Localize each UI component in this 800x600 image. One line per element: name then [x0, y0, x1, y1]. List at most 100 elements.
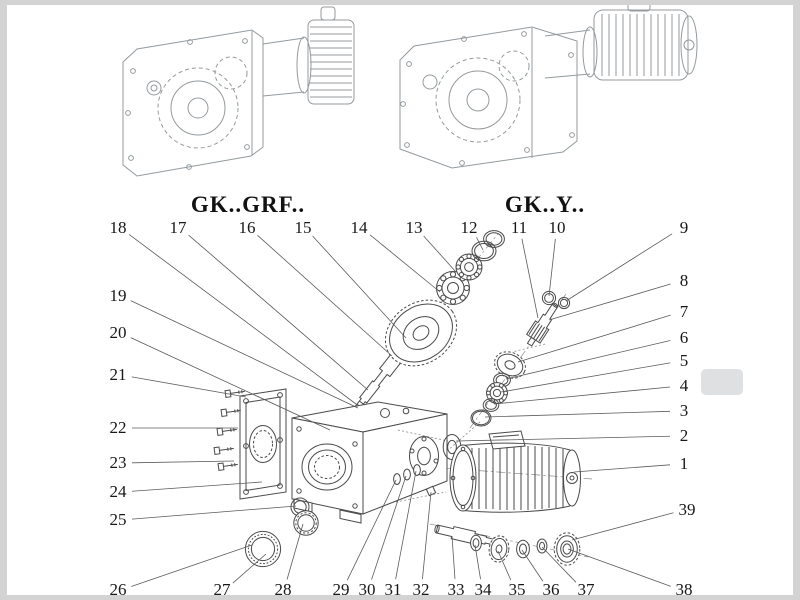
leader-line-1: [573, 464, 671, 473]
leader-line-29: [346, 479, 397, 581]
callout-number-38: 38: [675, 580, 693, 599]
leader-line-13: [423, 235, 457, 273]
housing-drawing: [291, 401, 448, 524]
leader-line-38: [567, 548, 671, 587]
callout-number-18: 18: [109, 218, 127, 237]
leader-line-15: [312, 235, 407, 339]
main-gear-drawing: [384, 299, 458, 367]
leader-line-10: [548, 238, 556, 297]
callout-number-3: 3: [679, 401, 689, 420]
leader-line-37: [541, 546, 577, 583]
watermark-blob: [701, 369, 743, 395]
callout-number-35: 35: [508, 580, 526, 599]
leader-line-6: [505, 340, 671, 380]
leader-line-3: [484, 410, 671, 418]
leader-line-23: [131, 460, 235, 464]
leader-line-7: [517, 314, 671, 363]
flange-plate-drawing: [239, 388, 287, 500]
callout-number-1: 1: [679, 454, 689, 473]
bearing-small-drawing: [455, 253, 483, 281]
callout-number-11: 11: [510, 218, 528, 237]
callout-number-5: 5: [679, 351, 689, 370]
leader-line-12: [476, 237, 484, 251]
callout-number-23: 23: [109, 453, 127, 472]
callout-number-24: 24: [109, 482, 127, 501]
callout-number-17: 17: [169, 218, 187, 237]
callout-number-6: 6: [679, 328, 689, 347]
pinion-shaft-drawing: [525, 302, 559, 347]
callout-number-21: 21: [109, 365, 127, 384]
callout-number-19: 19: [109, 286, 127, 305]
callout-number-34: 34: [474, 580, 492, 599]
callout-number-28: 28: [274, 580, 292, 599]
callout-number-36: 36: [542, 580, 560, 599]
leader-line-4: [493, 386, 671, 405]
callout-number-25: 25: [109, 510, 127, 529]
leader-line-9: [565, 233, 673, 302]
leader-line-19: [130, 300, 359, 409]
leader-line-34: [474, 544, 481, 580]
motor-drawing: [449, 430, 581, 513]
output-train-drawing: [470, 532, 581, 566]
leader-line-8: [548, 283, 671, 321]
alignment-dotted-lines: [395, 343, 546, 503]
callout-number-32: 32: [412, 580, 430, 599]
leader-line-2: [455, 435, 671, 442]
callout-number-31: 31: [384, 580, 402, 599]
callout-number-22: 22: [109, 418, 127, 437]
callout-number-4: 4: [679, 376, 689, 395]
leader-line-27: [232, 553, 267, 584]
callout-number-27: 27: [213, 580, 231, 599]
leader-line-36: [521, 549, 544, 582]
callout-number-30: 30: [358, 580, 376, 599]
seal-rings-drawing: [244, 497, 319, 568]
callout-number-16: 16: [238, 218, 256, 237]
leader-line-32: [422, 491, 432, 580]
variant-title-grf: GK..GRF..: [190, 192, 306, 217]
callout-number-33: 33: [447, 580, 465, 599]
callout-number-10: 10: [548, 218, 566, 237]
exploded-view: [213, 230, 581, 568]
leader-line-20: [130, 337, 331, 431]
leader-line-16: [257, 234, 393, 357]
callout-number-14: 14: [350, 218, 368, 237]
callout-number-15: 15: [294, 218, 312, 237]
callout-number-9: 9: [679, 218, 689, 237]
leader-line-21: [131, 376, 247, 398]
callout-number-37: 37: [577, 580, 595, 599]
leader-lines: [129, 233, 674, 587]
callout-number-8: 8: [679, 271, 689, 290]
callout-number-2: 2: [679, 426, 689, 445]
callout-number-7: 7: [679, 302, 689, 321]
callout-number-29: 29: [332, 580, 350, 599]
leader-line-30: [371, 475, 407, 580]
gearbox-y-drawing: [399, 1, 698, 169]
leader-line-17: [188, 234, 369, 391]
thin-ring-drawing: [470, 409, 492, 427]
gearbox-grf-drawing: [122, 6, 355, 177]
leader-line-33: [451, 535, 456, 580]
leader-line-26: [131, 544, 253, 587]
stack-bearing-drawing: [485, 382, 509, 404]
leader-line-28: [286, 523, 304, 580]
small-rings-drawing: [541, 290, 571, 310]
callout-number-26: 26: [109, 580, 127, 599]
callout-number-39: 39: [678, 500, 696, 519]
washer-ring-drawing: [482, 398, 500, 412]
retaining-rings-drawing: [471, 230, 505, 262]
leader-line-25: [131, 505, 297, 520]
callout-number-20: 20: [109, 323, 127, 342]
callout-number-12: 12: [460, 218, 478, 237]
leader-line-31: [395, 470, 417, 580]
callout-number-13: 13: [405, 218, 423, 237]
leader-line-18: [129, 234, 357, 405]
leader-line-11: [521, 238, 539, 319]
variant-title-y: GK..Y..: [504, 192, 586, 217]
leader-line-14: [369, 234, 441, 293]
leader-line-24: [131, 481, 263, 492]
bolts-drawing: [213, 389, 245, 472]
leader-line-39: [571, 512, 674, 541]
leader-line-5: [500, 362, 671, 393]
